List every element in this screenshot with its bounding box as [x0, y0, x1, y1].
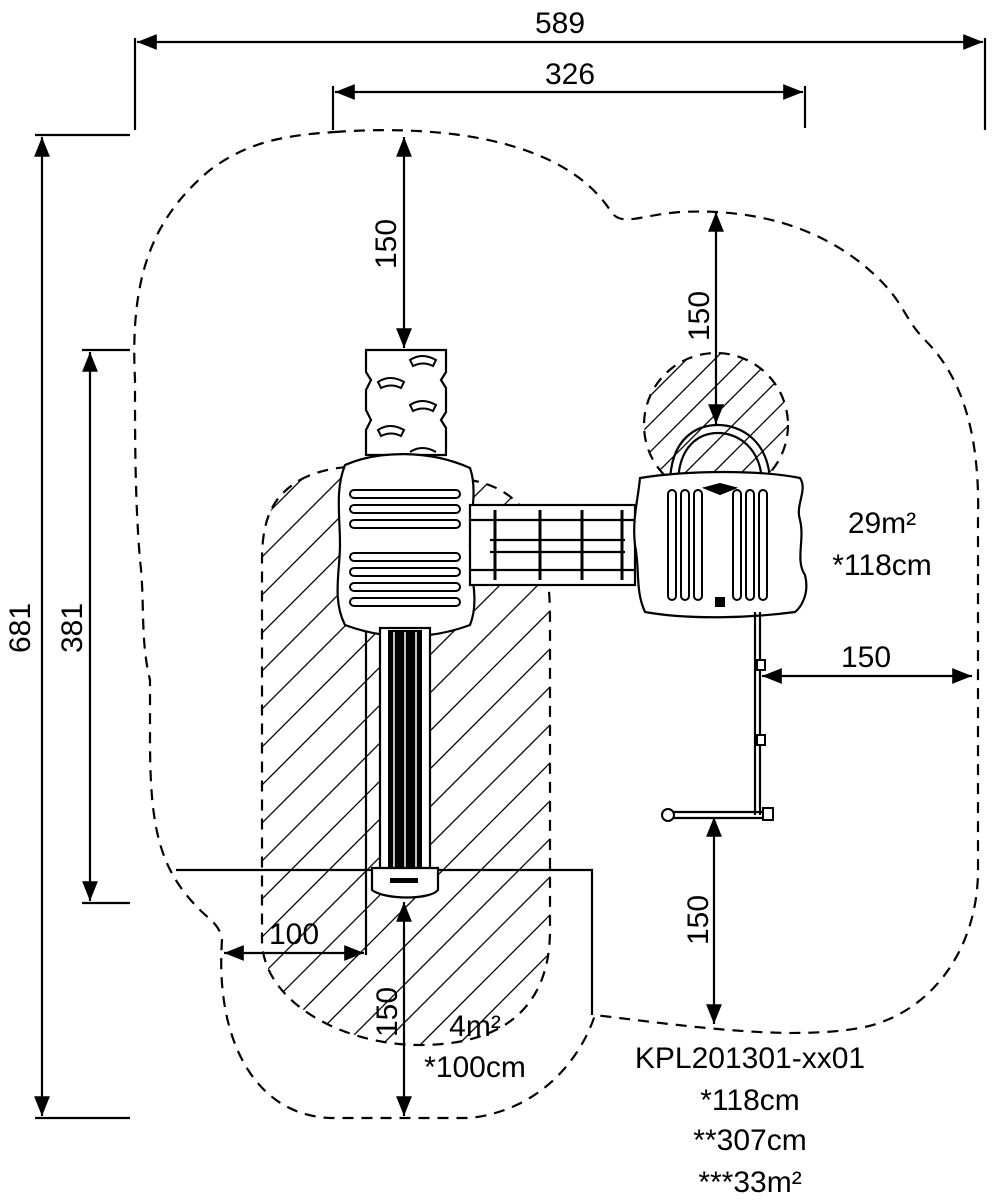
hatch-line	[795, 450, 1000, 1050]
hatch-line	[262, 466, 550, 1046]
hatch-line	[262, 466, 408, 1046]
hatch-line	[262, 466, 370, 1046]
swing-safety-zone	[642, 351, 790, 499]
main-height-label: *118cm	[832, 549, 932, 582]
dimension-bottom-clearance-swing: 150	[682, 817, 722, 1024]
hatch-line	[644, 353, 697, 497]
dimension-side-clearance: 150	[762, 641, 972, 684]
hatch-line	[262, 466, 550, 1046]
hatch-line	[826, 350, 976, 500]
slide-side-clearance-label: 100	[269, 918, 319, 951]
hatch-line	[300, 466, 550, 1046]
total-height-label: **307cm	[693, 1124, 806, 1157]
hatch-line	[910, 350, 1000, 500]
hatch-line	[262, 466, 294, 1046]
main-area-label: 29m²	[848, 507, 916, 540]
dimension-overall-width: 589	[133, 7, 987, 130]
dimension-inner-width: 326	[331, 58, 807, 130]
hatch-line	[376, 466, 550, 1046]
side-clearance-label: 150	[841, 641, 891, 674]
hatch-line	[798, 350, 948, 500]
hatch-line	[262, 466, 550, 1046]
swing-arch-inner	[676, 431, 764, 486]
model-code-label: KPL201301-xx01	[635, 1042, 865, 1075]
dimension-structure-height: 381	[56, 348, 130, 905]
main-safety-zone	[133, 129, 980, 1120]
second-platform-deck	[633, 470, 808, 619]
hatch-line	[871, 450, 1000, 1050]
hatch-line	[854, 350, 1000, 500]
dimension-slide-side-clearance: 100	[224, 630, 368, 961]
hatch-line	[882, 350, 1000, 500]
top-clearance-left-label: 150	[370, 219, 403, 269]
dimension-top-clearance-left: 150	[370, 137, 412, 348]
structure-height-label: 381	[56, 603, 89, 653]
hatch-line	[0, 450, 255, 1050]
hatch-line	[262, 466, 550, 1046]
hatch-line	[414, 466, 550, 1046]
top-clearance-right-label: 150	[683, 291, 716, 341]
hatch-line	[262, 466, 550, 1046]
hatch-line	[262, 466, 332, 1046]
hatch-line	[985, 450, 1000, 1050]
ladder-bridge	[468, 503, 637, 587]
dimension-top-clearance-right: 150	[683, 212, 724, 424]
overall-width-label: 589	[535, 7, 585, 40]
dimension-bottom-clearance-slide: 150	[371, 902, 412, 1116]
free-fall-height-label: *118cm	[700, 1084, 800, 1117]
bottom-clearance-swing-label: 150	[682, 895, 715, 945]
hatch-line	[644, 353, 725, 497]
slide-area-label: 4m²	[449, 1010, 501, 1043]
side-rail	[661, 612, 774, 822]
hatch-line	[490, 350, 640, 500]
bottom-clearance-slide-label: 150	[371, 987, 404, 1037]
slide-height-label: *100cm	[424, 1051, 526, 1084]
hatch-line	[338, 466, 550, 1046]
climbing-wall	[364, 348, 448, 457]
inner-width-label: 326	[545, 58, 595, 91]
overall-height-label: 681	[4, 603, 37, 653]
slide-chute	[370, 626, 440, 899]
dimension-overall-height: 681	[4, 133, 130, 1120]
hatch-line	[833, 450, 1000, 1050]
main-platform-deck	[336, 453, 476, 638]
slide-exit-zone-outline	[176, 868, 594, 1015]
total-area-label: ***33m²	[698, 1166, 801, 1199]
hatch-line	[644, 353, 753, 497]
swing-arch	[668, 423, 772, 486]
